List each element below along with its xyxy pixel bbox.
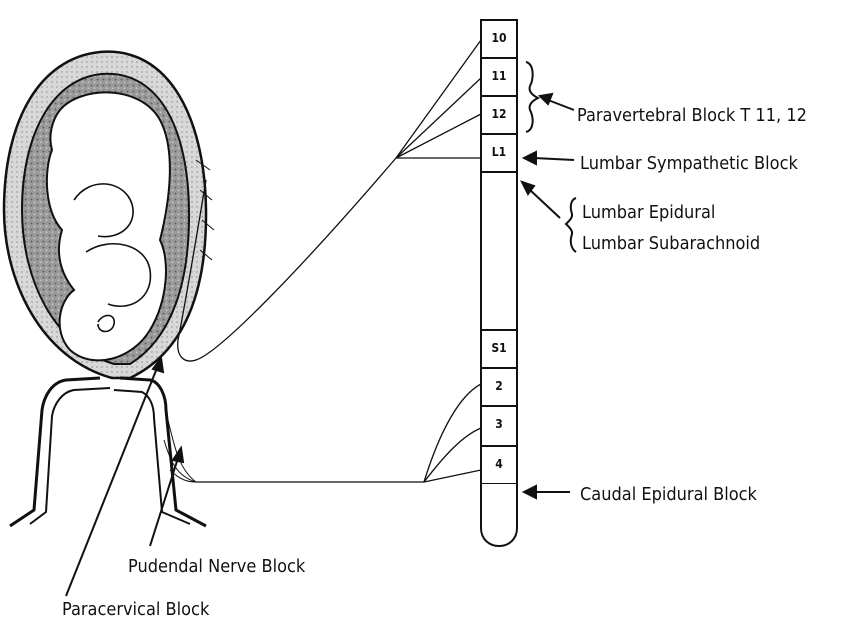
caudal-epidural-label: Caudal Epidural Block [580,484,758,505]
paravertebral-arrow [540,94,574,110]
spine-segment-label: L1 [492,145,506,159]
spine-segment-t10: 10 [481,20,517,58]
nerve-to-t10 [396,40,481,158]
lumbar-subarachnoid-label: Lumbar Subarachnoid [582,233,760,254]
spine-segment-lumbar [481,172,517,330]
nerve-pathways [178,40,481,482]
spine-segment-label: 4 [495,457,503,471]
spine-segment-label: 2 [495,379,503,393]
spine-segment-label: S1 [491,341,506,355]
spine-segment-s3: 3 [481,406,517,446]
brace-t11-t12 [526,62,538,132]
nerve-to-t11 [396,78,481,158]
fetus [47,92,170,360]
spine-segment-label: 11 [491,69,506,83]
brace-lumbar [566,198,576,252]
spine-segment-t11: 11 [481,58,517,96]
spine-segment-box [481,172,517,330]
spine-segment-l1: L1 [481,134,517,172]
spine-segment-s4: 4 [481,446,517,484]
spine-segment-label: 3 [495,417,503,431]
paracervical-label: Paracervical Block [62,599,210,620]
paravertebral-label: Paravertebral Block T 11, 12 [577,105,807,126]
lumbar-epidural-arrow [522,182,560,218]
spine-segment-label: 12 [491,107,506,121]
nerve-to-t12 [396,114,481,158]
pudendal-arrow [150,448,183,546]
lumbar-sympathetic-label: Lumbar Sympathetic Block [580,153,798,174]
lumbar-sympathetic-arrow [524,152,574,164]
spine-coccyx [481,484,517,546]
vaginal-wall-left [10,378,100,526]
spine-segment-s2: 2 [481,368,517,406]
lumbar-epidural-label: Lumbar Epidural [582,202,715,223]
pudendal-label: Pudendal Nerve Block [128,556,306,577]
spine-segment-s1: S1 [481,330,517,368]
spine-segment-label: 10 [491,31,506,45]
uterine-nerve [178,158,396,361]
spine-segment-t12: 12 [481,96,517,134]
caudal-epidural-arrow [524,486,570,498]
